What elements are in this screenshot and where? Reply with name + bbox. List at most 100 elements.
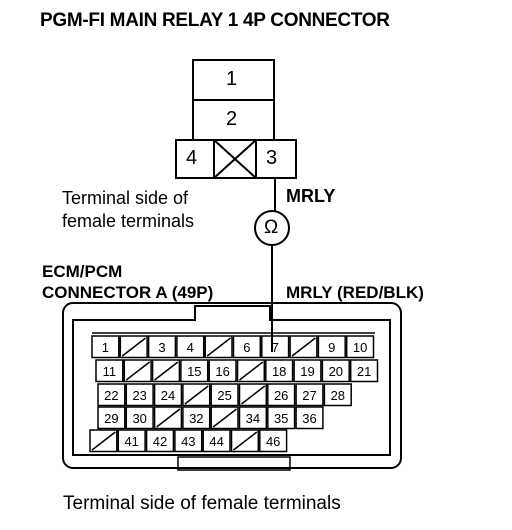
- ecm-terminal-cell: [182, 406, 211, 430]
- ecm-terminal-cell: [147, 335, 177, 359]
- relay-bottom-row: [175, 139, 297, 179]
- relay-side-label-line1: Terminal side of: [62, 188, 189, 208]
- ecm-blank-cavity: [154, 361, 179, 381]
- ecm-terminal-cell: [349, 359, 379, 383]
- ecm-terminal-cell: [259, 429, 288, 453]
- ecm-blank-cavity: [291, 337, 316, 357]
- ecm-blank-cavity: [239, 361, 264, 381]
- ecm-terminal-cell: [153, 383, 183, 407]
- ecm-terminal-number: 15: [187, 364, 201, 379]
- ecm-terminal-cell: [123, 359, 152, 383]
- ecm-terminal-cell: [153, 406, 183, 430]
- ecm-blank-cavity: [125, 361, 151, 381]
- ecm-blank-cavity: [233, 431, 258, 451]
- ecm-terminal-cell: [210, 406, 239, 430]
- ecm-blank-cavity: [241, 385, 266, 405]
- ecm-terminal-cell: [176, 335, 205, 359]
- ecm-terminal-cell: [267, 406, 296, 430]
- ecm-terminal-number: 16: [215, 364, 229, 379]
- ecm-terminal-cell: [117, 429, 146, 453]
- ecm-blank-cavity: [184, 385, 209, 405]
- ecm-terminal-number: 19: [300, 364, 314, 379]
- ecm-terminal-cell: [174, 429, 203, 453]
- ecm-wire-label: MRLY (RED/BLK): [286, 283, 424, 302]
- ecm-terminal-number: 21: [357, 364, 371, 379]
- mrly-wire-label: MRLY: [286, 186, 336, 206]
- ecm-terminal-number: 24: [161, 388, 175, 403]
- ecm-terminal-number: 27: [302, 388, 316, 403]
- relay-terminal-3: 3: [266, 147, 278, 169]
- ecm-terminal-number: 46: [266, 434, 280, 449]
- bottom-caption: Terminal side of female terminals: [63, 493, 341, 514]
- ecm-terminal-number: 28: [331, 388, 345, 403]
- ecm-terminal-cell: [238, 383, 268, 407]
- ecm-terminal-number: 25: [217, 388, 231, 403]
- ecm-terminal-cell: [97, 406, 126, 430]
- ecm-terminal-cell: [238, 406, 268, 430]
- ecm-terminal-number: 41: [124, 434, 138, 449]
- ecm-blank-cavity: [156, 408, 181, 428]
- ecm-terminal-cell: [91, 335, 120, 359]
- ecm-terminal-cell: [323, 383, 352, 407]
- ecm-terminal-cell: [180, 359, 209, 383]
- ecm-terminal-number: 44: [209, 434, 223, 449]
- ecm-terminal-number: 20: [329, 364, 343, 379]
- ecm-blank-cavity: [212, 408, 237, 428]
- ecm-terminal-cell: [125, 383, 154, 407]
- ecm-terminal-cell: [293, 359, 322, 383]
- ecm-connector-label-line1: ECM/PCM: [42, 262, 123, 281]
- relay-connector: [175, 59, 297, 179]
- ecm-blank-cavity: [206, 337, 231, 357]
- ecm-terminal-number: 10: [353, 340, 367, 355]
- ecm-terminal-cell: [236, 359, 266, 383]
- relay-terminal-1: 1: [226, 68, 238, 90]
- ecm-terminal-number: 29: [104, 411, 118, 426]
- ecm-terminal-number: 3: [158, 340, 165, 355]
- ecm-terminal-cell: [204, 335, 233, 359]
- ecm-terminal-cell: [151, 359, 181, 383]
- ecm-terminal-cell: [119, 335, 148, 359]
- ecm-terminal-number: 4: [187, 340, 194, 355]
- ecm-terminal-cell: [89, 429, 118, 453]
- ecm-terminal-number: 18: [272, 364, 286, 379]
- ecm-terminal-number: 7: [272, 340, 279, 355]
- ecm-terminal-cell: [210, 383, 239, 407]
- ecm-terminal-cell: [202, 429, 231, 453]
- ecm-terminal-number: 42: [153, 434, 167, 449]
- relay-terminal-2: 2: [226, 108, 238, 130]
- ecm-terminal-cell: [230, 429, 260, 453]
- ecm-terminal-cell: [295, 406, 324, 430]
- ecm-terminal-cell: [97, 383, 126, 407]
- ecm-connector-label-line2: CONNECTOR A (49P): [42, 283, 214, 302]
- ecm-terminal-number: 1: [102, 340, 109, 355]
- ecm-terminal-cell: [145, 429, 175, 453]
- ecm-terminal-number: 35: [274, 411, 288, 426]
- ecm-terminal-number: 9: [328, 340, 335, 355]
- ecm-terminal-number: 43: [181, 434, 195, 449]
- ecm-blank-cavity: [91, 431, 116, 451]
- mrly-wire: [254, 178, 290, 352]
- ecm-terminal-number: 22: [104, 388, 118, 403]
- ecm-terminal-number: 6: [243, 340, 250, 355]
- ecm-terminal-cell: [267, 383, 296, 407]
- ecm-terminal-cell: [265, 359, 294, 383]
- ecm-terminal-number: 32: [189, 411, 203, 426]
- ecm-terminal-cell: [125, 406, 154, 430]
- ecm-connector: [62, 302, 402, 471]
- ecm-terminal-cell: [345, 335, 375, 359]
- ecm-terminal-number: 23: [132, 388, 146, 403]
- ecm-terminal-cell: [232, 335, 262, 359]
- ecm-terminal-number: 36: [302, 411, 316, 426]
- ecm-terminal-number: 30: [132, 411, 146, 426]
- ecm-terminal-number: 26: [274, 388, 288, 403]
- ecm-terminal-cell: [182, 383, 211, 407]
- ecm-terminal-cell: [289, 335, 318, 359]
- relay-side-label-line2: female terminals: [62, 211, 195, 231]
- ecm-terminal-number: 11: [103, 364, 117, 379]
- ecm-blank-cavity: [121, 337, 147, 357]
- ecm-terminal-number: 34: [246, 411, 260, 426]
- relay-terminal-4: 4: [186, 147, 198, 169]
- ecm-terminal-cell: [95, 359, 124, 383]
